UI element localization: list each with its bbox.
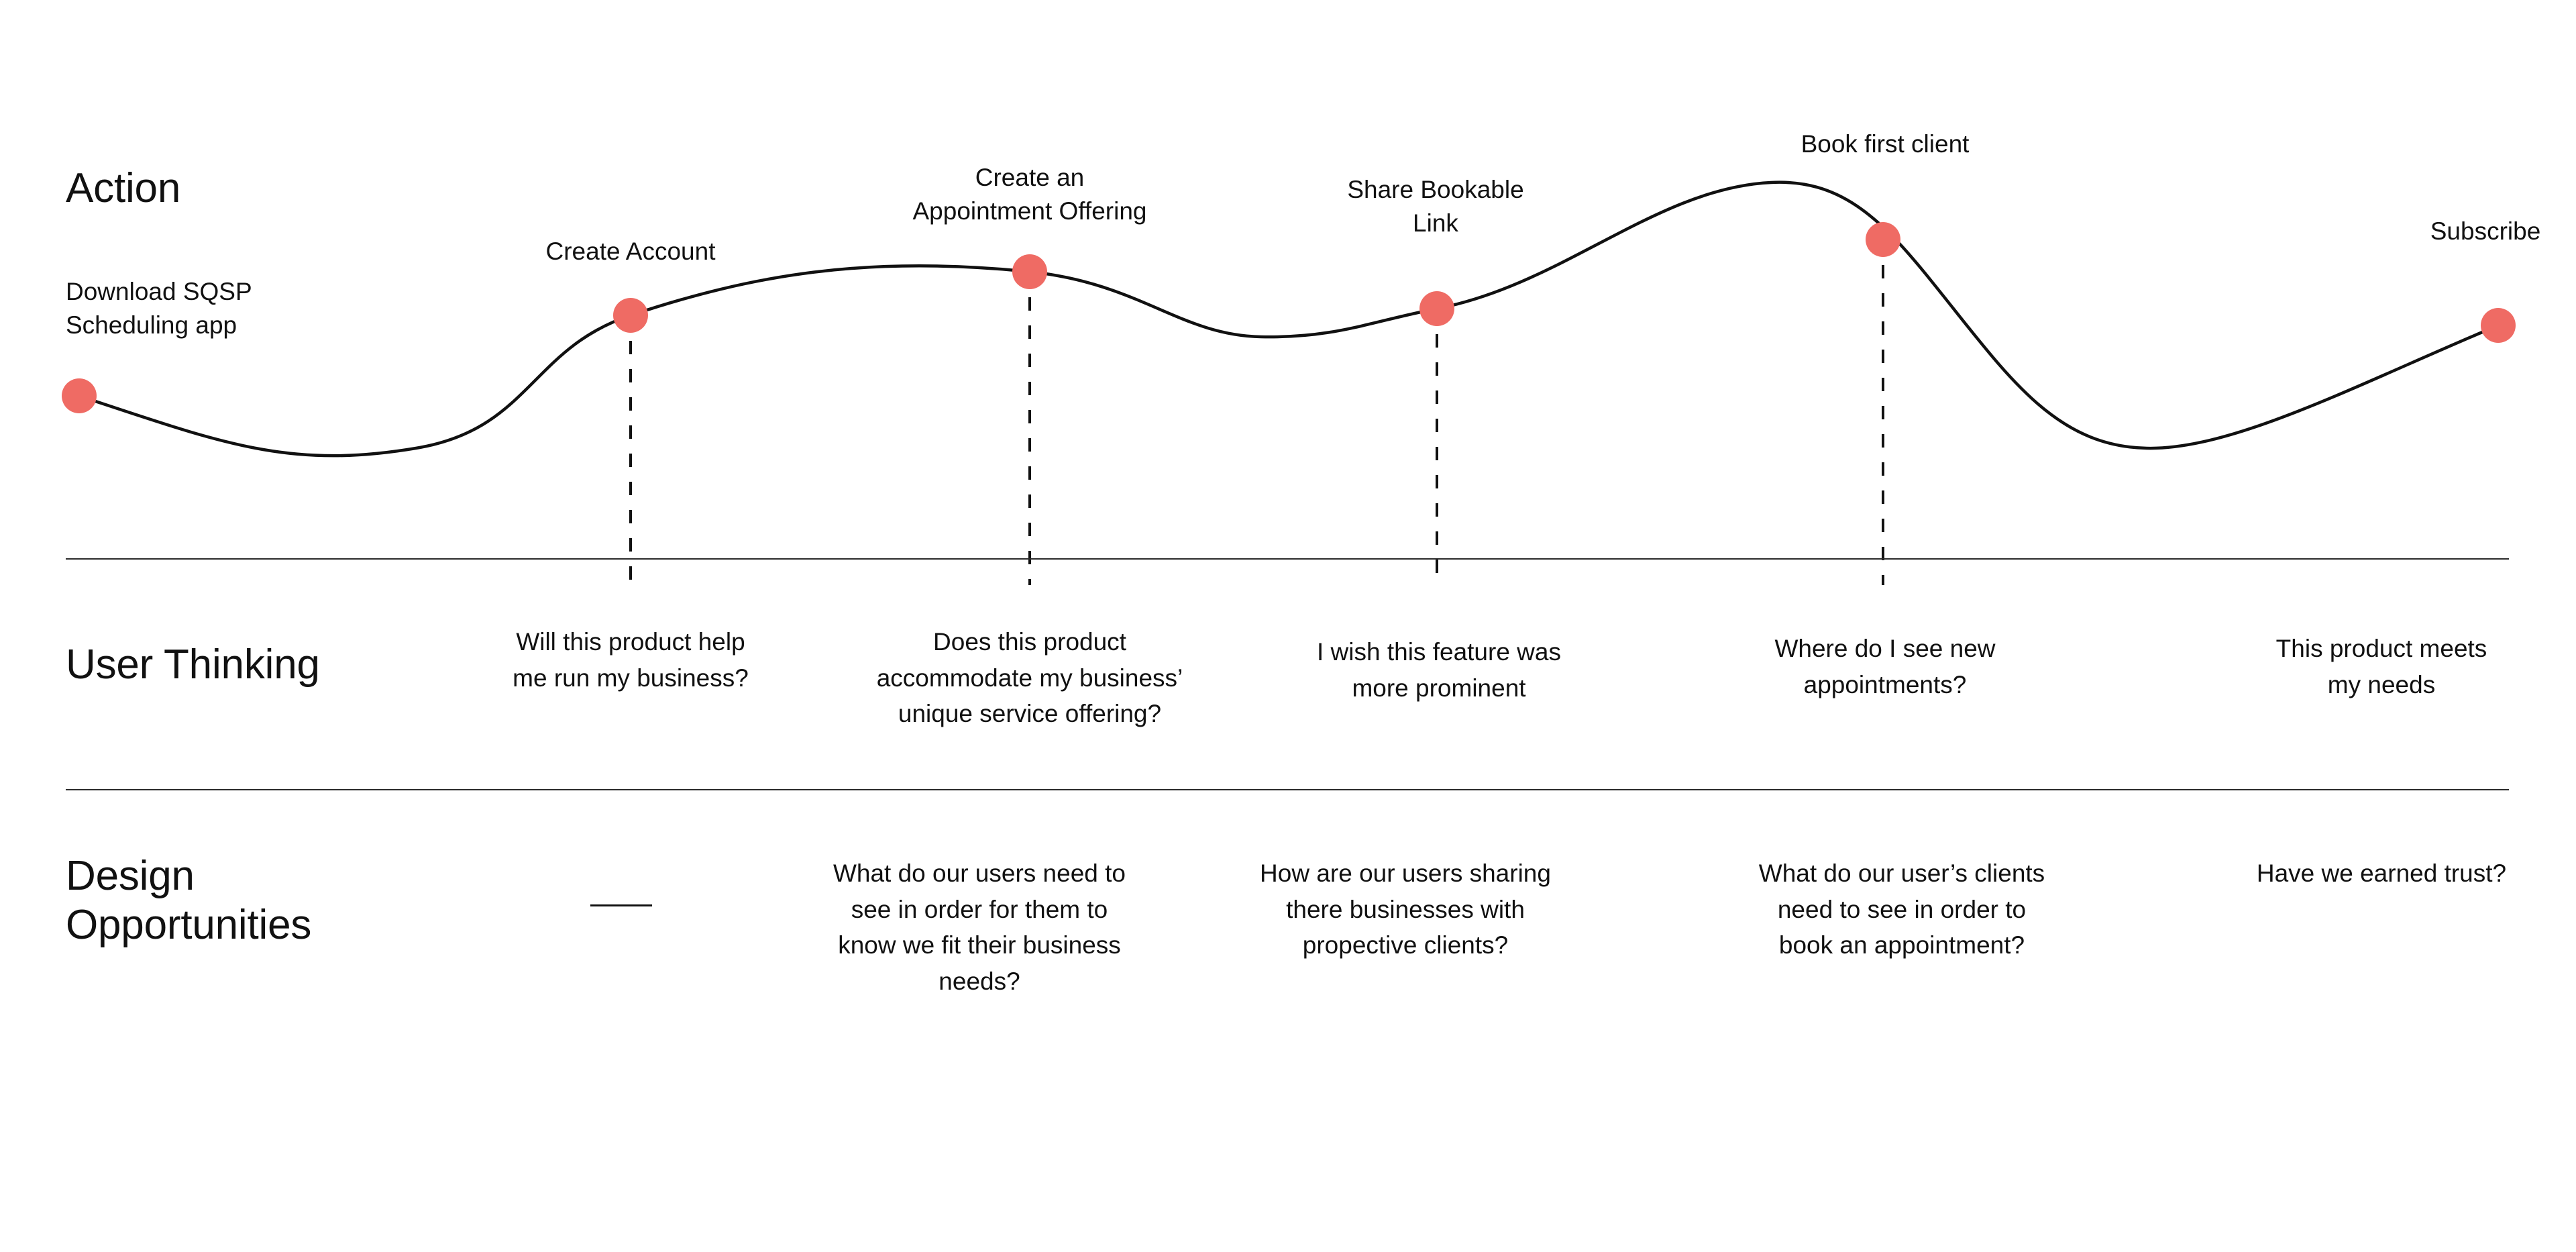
divider-action-thinking (66, 558, 2509, 560)
milestone-dot-share-bookable-link (1419, 291, 1454, 326)
user-thinking-cell-subscribe: This product meets my needs (2275, 635, 2487, 698)
design-opportunity-cell-book-first-client: What do our user’s clients need to see i… (1758, 859, 2045, 959)
user-thinking-cell-share-bookable-link: I wish this feature was more prominent (1317, 638, 1561, 702)
row-heading-action: Action (66, 165, 181, 211)
action-label-create-appointment-offering: Create an Appointment Offering (912, 164, 1147, 225)
action-label-subscribe: Subscribe (2430, 217, 2541, 245)
user-thinking-cell-book-first-client: Where do I see new appointments? (1774, 635, 1996, 698)
action-label-create-account: Create Account (545, 238, 716, 265)
user-thinking-cell-create-appointment-offering: Does this product accommodate my busines… (876, 628, 1183, 728)
action-label-book-first-client: Book first client (1801, 130, 1970, 158)
user-thinking-cell-create-account: Will this product help me run my busines… (513, 628, 749, 692)
action-journey-curve (62, 180, 2516, 585)
design-opportunity-cell-subscribe: Have we earned trust? (2256, 859, 2507, 887)
milestone-dot-book-first-client (1866, 222, 1900, 257)
divider-thinking-design (66, 789, 2509, 790)
action-label-share-bookable-link: Share Bookable Link (1347, 176, 1524, 238)
design-opportunity-cell-share-bookable-link: How are our users sharing there business… (1260, 859, 1551, 959)
milestone-dot-subscribe (2481, 308, 2516, 343)
milestone-dot-create-account (613, 298, 648, 333)
milestone-dot-create-appointment-offering (1012, 254, 1047, 289)
action-label-download-app: Download SQSP Scheduling app (66, 278, 252, 340)
design-opportunity-cell-create-account-dash (590, 904, 652, 906)
design-opportunity-cell-create-appointment-offering: What do our users need to see in order f… (833, 859, 1126, 995)
row-heading-design-opportunities: Design Opportunities (66, 853, 312, 948)
journey-curve-path (77, 180, 2500, 458)
milestone-dot-download-app (62, 378, 97, 413)
row-heading-user-thinking: User Thinking (66, 641, 320, 688)
